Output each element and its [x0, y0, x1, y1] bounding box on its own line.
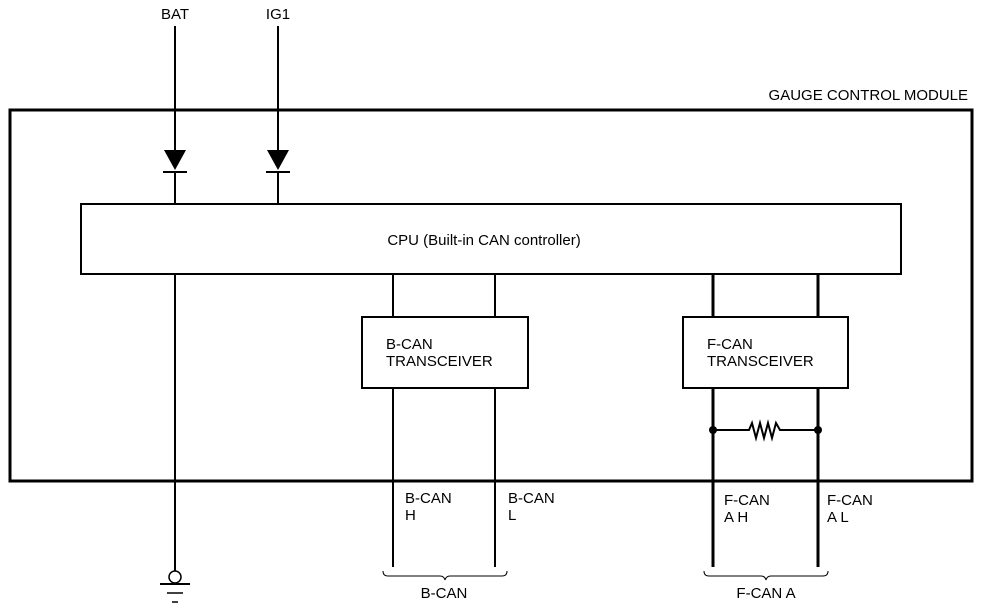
ig1-label: IG1 — [266, 6, 290, 23]
terminal-b-can-l-line2: L — [508, 507, 516, 524]
cpu-label: CPU (Built-in CAN controller) — [387, 232, 580, 249]
bat-input: BAT — [161, 6, 189, 204]
ig1-input: IG1 — [266, 6, 290, 204]
b-can-transceiver-box — [361, 316, 529, 389]
b-can-bus-label: B-CAN — [421, 585, 468, 602]
ground — [160, 274, 190, 603]
terminal-f-can-ah: F-CAN A H — [724, 492, 770, 526]
ground-icon — [160, 570, 190, 603]
terminal-b-can-l-line1: B-CAN — [508, 490, 555, 507]
f-can-transceiver: F-CAN TRANSCEIVER — [682, 274, 849, 567]
module-label: GAUGE CONTROL MODULE — [769, 87, 968, 104]
terminal-b-can-h-line2: H — [405, 507, 416, 524]
b-can-bus-brace: B-CAN — [382, 570, 508, 602]
bat-diode-icon — [163, 150, 187, 173]
b-can-transceiver-line1: B-CAN — [386, 336, 433, 353]
terminal-b-can-l: B-CAN L — [508, 490, 555, 524]
bat-label: BAT — [161, 6, 189, 23]
f-can-a-bus-label: F-CAN A — [736, 585, 795, 602]
f-can-transceiver-line2: TRANSCEIVER — [707, 353, 814, 370]
terminal-f-can-al-line1: F-CAN — [827, 492, 873, 509]
cpu-box — [80, 203, 902, 275]
terminal-f-can-al: F-CAN A L — [827, 492, 873, 526]
ig1-diode-icon — [266, 150, 290, 173]
b-can-transceiver: B-CAN TRANSCEIVER — [361, 274, 529, 567]
f-can-transceiver-box — [682, 316, 849, 389]
b-can-transceiver-line2: TRANSCEIVER — [386, 353, 493, 370]
gauge-control-module-box — [8, 108, 974, 483]
terminal-b-can-h-line1: B-CAN — [405, 490, 452, 507]
terminal-b-can-h: B-CAN H — [405, 490, 452, 524]
terminal-f-can-ah-line1: F-CAN — [724, 492, 770, 509]
f-can-a-bus-brace: F-CAN A — [703, 570, 829, 602]
f-can-transceiver-line1: F-CAN — [707, 336, 753, 353]
termination-resistor-icon — [709, 419, 822, 442]
terminal-f-can-al-line2: A L — [827, 509, 849, 526]
terminal-f-can-ah-line2: A H — [724, 509, 748, 526]
